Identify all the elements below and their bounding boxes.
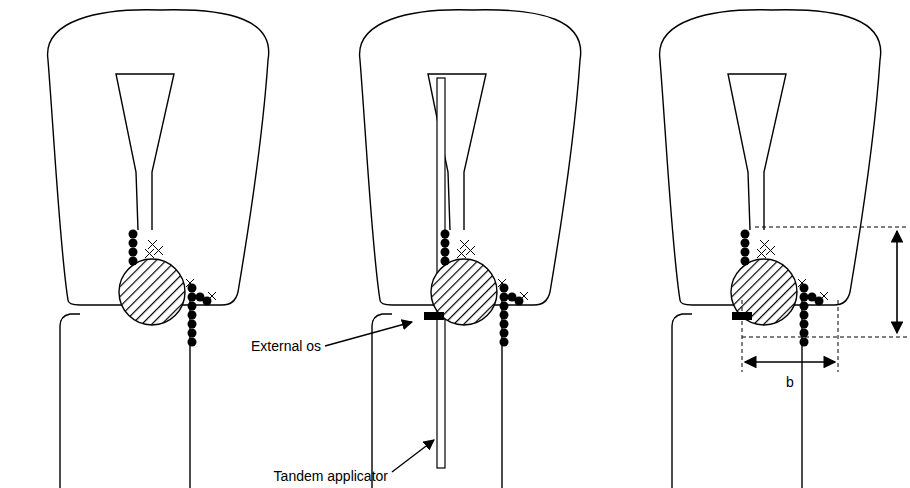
leader-arrow	[392, 440, 434, 472]
uterus-panel-2	[360, 10, 581, 488]
uterus-panel-1	[48, 10, 269, 488]
dimension-arrow	[745, 361, 835, 363]
leader-arrow	[325, 322, 412, 346]
dimension-guides	[742, 227, 908, 372]
uterus-panel-3	[660, 10, 881, 488]
dimension-label: b	[786, 374, 794, 390]
part-label: External os	[251, 338, 321, 354]
dimension-arrow	[896, 231, 898, 333]
part-label: Tandem applicator	[274, 468, 388, 484]
external-os-marker	[424, 312, 444, 320]
